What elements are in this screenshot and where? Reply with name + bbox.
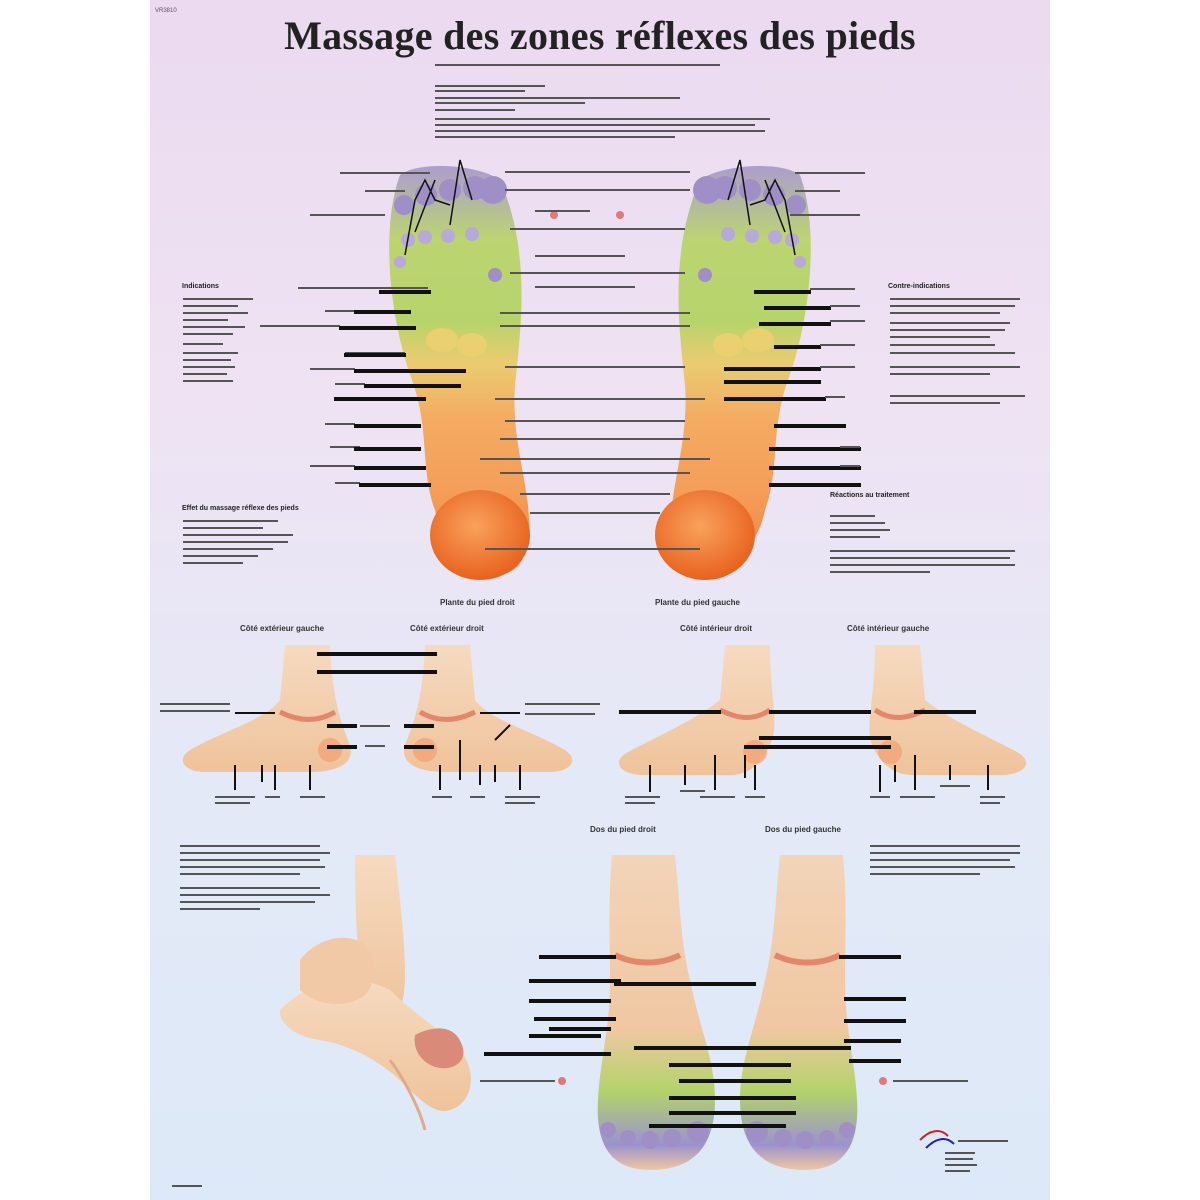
- toe-leader-lines: [404, 159, 796, 256]
- dorsal-leader-lines: [480, 955, 968, 1128]
- right-sole-side-labels: [260, 172, 466, 487]
- caption-cote-int-droit: Côté intérieur droit: [680, 624, 753, 633]
- caption-plante-gauche: Plante du pied gauche: [655, 598, 740, 607]
- hand-technique-text: [180, 845, 330, 910]
- sole-leader-lines: [480, 171, 710, 550]
- reactions-text: [830, 515, 1015, 573]
- left-sole-side-labels: [724, 172, 865, 487]
- inner-side-views: [618, 645, 1027, 804]
- reflex-point-marker: [616, 211, 624, 219]
- caption-cote-int-gauche: Côté intérieur gauche: [847, 624, 930, 633]
- poster-code: VR3810: [155, 8, 177, 14]
- dorsal-right-foot: [597, 855, 715, 1170]
- 3b-scientific-logo: [919, 1130, 1008, 1172]
- caption-cote-ext-gauche: Côté extérieur gauche: [240, 624, 325, 633]
- outer-side-views: [160, 645, 600, 804]
- intro-text: [435, 64, 770, 138]
- footer-credit: [172, 1185, 202, 1187]
- dorsal-left-foot: [740, 855, 858, 1170]
- reflex-point-marker: [550, 211, 558, 219]
- caption-plante-droit: Plante du pied droit: [440, 598, 515, 607]
- reactions-heading: Réactions au traitement: [830, 492, 910, 499]
- caption-dos-gauche: Dos du pied gauche: [765, 825, 842, 834]
- contre-indications-heading: Contre-indications: [888, 283, 950, 290]
- effet-heading: Effet du massage réflexe des pieds: [182, 505, 299, 512]
- caption-cote-ext-droit: Côté extérieur droit: [410, 624, 484, 633]
- effet-text: [183, 520, 293, 564]
- indications-heading: Indications: [182, 283, 219, 290]
- contre-indications-text: [890, 298, 1025, 404]
- indications-text: [183, 298, 253, 382]
- dorsal-note-text: [870, 845, 1020, 875]
- illustration-canvas: [160, 64, 1027, 1187]
- poster: VR3810 Massage des zones réflexes des pi…: [150, 0, 1050, 1200]
- poster-title: Massage des zones réflexes des pieds: [284, 13, 916, 58]
- massage-hand-illustration: [279, 855, 471, 1131]
- caption-dos-droit: Dos du pied droit: [590, 825, 656, 834]
